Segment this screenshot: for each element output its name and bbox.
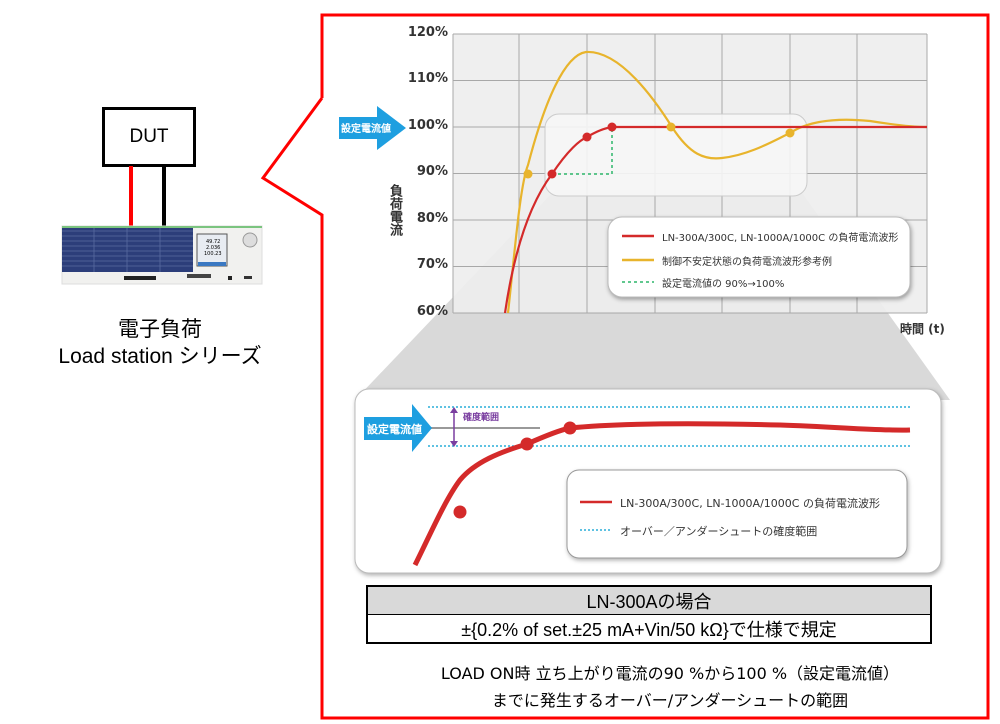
callout-frame [260, 13, 990, 720]
setpoint-arrow-label: 設定電流値 [341, 124, 391, 135]
waveform-markers [523, 122, 795, 179]
y-axis-label: 負荷電流 [387, 184, 402, 236]
y-tick: 90% [416, 164, 448, 179]
y-tick: 80% [416, 211, 448, 226]
svg-text:100.23: 100.23 [204, 251, 222, 257]
chart-legend [607, 216, 911, 298]
footnote-line1: LOAD ON時 立ち上がり電流の90 %から100 %（設定電流値） [440, 664, 900, 683]
dut-label: DUT [129, 126, 169, 147]
setpoint-arrow-icon [339, 106, 406, 150]
legend-item-unstable-waveform: 制御不安定状態の負荷電流波形参考例 [662, 257, 832, 268]
y-tick: 70% [416, 257, 448, 272]
electronic-load-device-icon: 49.72 2.036 100.23 [61, 225, 263, 285]
y-tick: 110% [407, 71, 448, 86]
dut-box: DUT [102, 107, 196, 167]
svg-text:2.036: 2.036 [206, 245, 220, 251]
accuracy-range-bracket-icon [450, 407, 458, 447]
y-tick: 100% [407, 118, 448, 133]
highlight-region [544, 113, 808, 197]
accuracy-range-label: 確度範囲 [463, 413, 500, 423]
setpoint-90-100-dashed-line [552, 127, 613, 175]
y-tick: 120% [407, 25, 448, 40]
detail-legend [566, 469, 908, 559]
legend-item-setpoint-range: 設定電流値の 90%→100% [662, 279, 785, 290]
detail-setpoint-arrow-label: 設定電流値 [367, 423, 422, 436]
y-tick: 60% [416, 304, 448, 319]
legend-item-ln-waveform: LN-300A/300C, LN-1000A/1000C の負荷電流波形 [662, 233, 899, 244]
spec-table: LN-300Aの場合 ±{0.2% of set.±25 mA+Vin/50 k… [366, 585, 932, 644]
device-caption-series: Load station シリーズ [58, 345, 262, 368]
spec-table-header: LN-300Aの場合 [366, 585, 932, 615]
spec-table-value: ±{0.2% of set.±25 mA+Vin/50 kΩ}で仕様で規定 [366, 614, 932, 644]
detail-setpoint-arrow-icon [364, 404, 432, 452]
detail-legend-item-accuracy-range: オーバー／アンダーシュートの確度範囲 [620, 525, 818, 538]
footnote: LOAD ON時 立ち上がり電流の90 %から100 %（設定電流値） までに発… [370, 660, 970, 714]
footnote-line2: までに発生するオーバー/アンダーシュートの範囲 [491, 691, 849, 710]
load-current-waveform-line [503, 125, 927, 314]
svg-text:49.72: 49.72 [206, 239, 220, 245]
device-caption-title: 電子負荷 [118, 318, 202, 341]
x-axis-label: 時間 (t) [900, 322, 945, 336]
detail-legend-item-ln-waveform: LN-300A/300C, LN-1000A/1000C の負荷電流波形 [620, 497, 880, 510]
